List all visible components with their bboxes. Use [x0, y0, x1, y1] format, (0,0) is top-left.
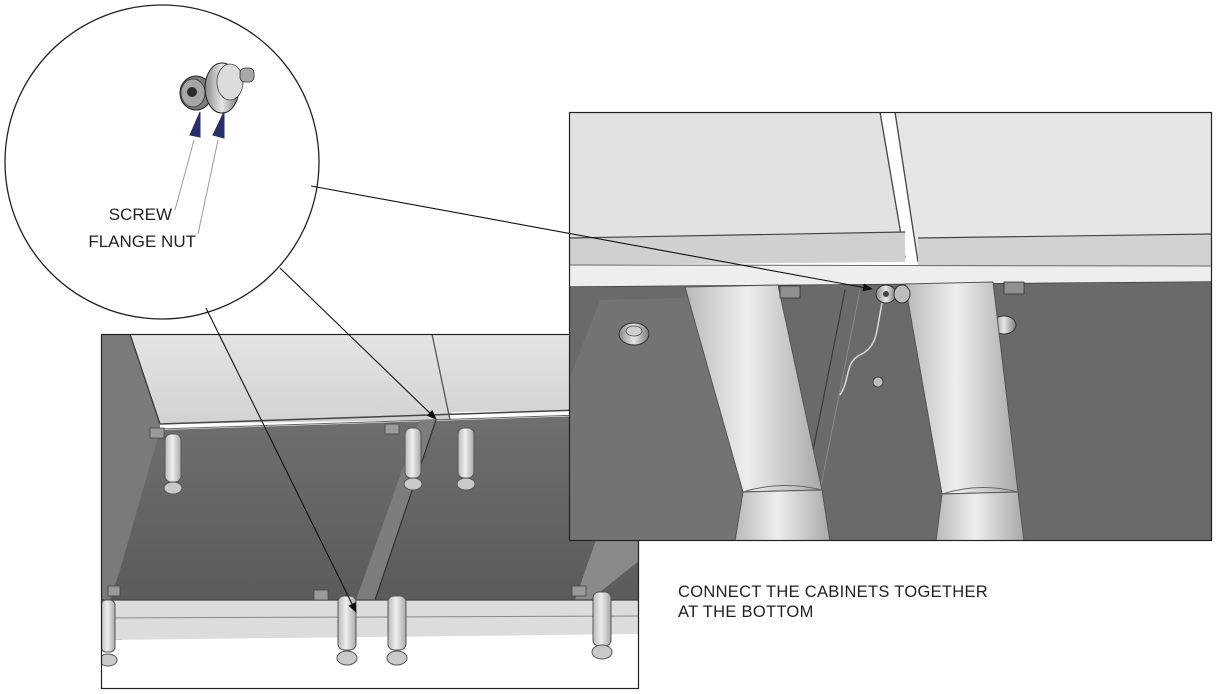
- screw-label: SCREW: [109, 205, 172, 224]
- arrow-to-zoom-view: [310, 185, 873, 292]
- instruction-caption: CONNECT THE CABINETS TOGETHER AT THE BOT…: [678, 582, 1098, 622]
- instruction-line-2: AT THE BOTTOM: [678, 603, 814, 621]
- detail-callout-circle: SCREW FLANGE NUT: [4, 4, 320, 320]
- flange-nut-label: FLANGE NUT: [88, 232, 196, 251]
- arrow-to-overview-top: [279, 267, 437, 420]
- zoom-view: [568, 111, 1213, 542]
- flange-nut-icon: [204, 62, 255, 114]
- instruction-line-1: CONNECT THE CABINETS TOGETHER: [678, 583, 989, 601]
- screw-icon: [179, 75, 213, 111]
- bolt-left: [618, 322, 650, 346]
- pointer-arrows: [205, 185, 873, 613]
- leg-left: [684, 284, 831, 541]
- leg-right: [904, 281, 1025, 541]
- connecting-screw: [875, 284, 911, 304]
- arrow-to-overview-bottom: [205, 307, 357, 613]
- overview-view: [100, 333, 640, 690]
